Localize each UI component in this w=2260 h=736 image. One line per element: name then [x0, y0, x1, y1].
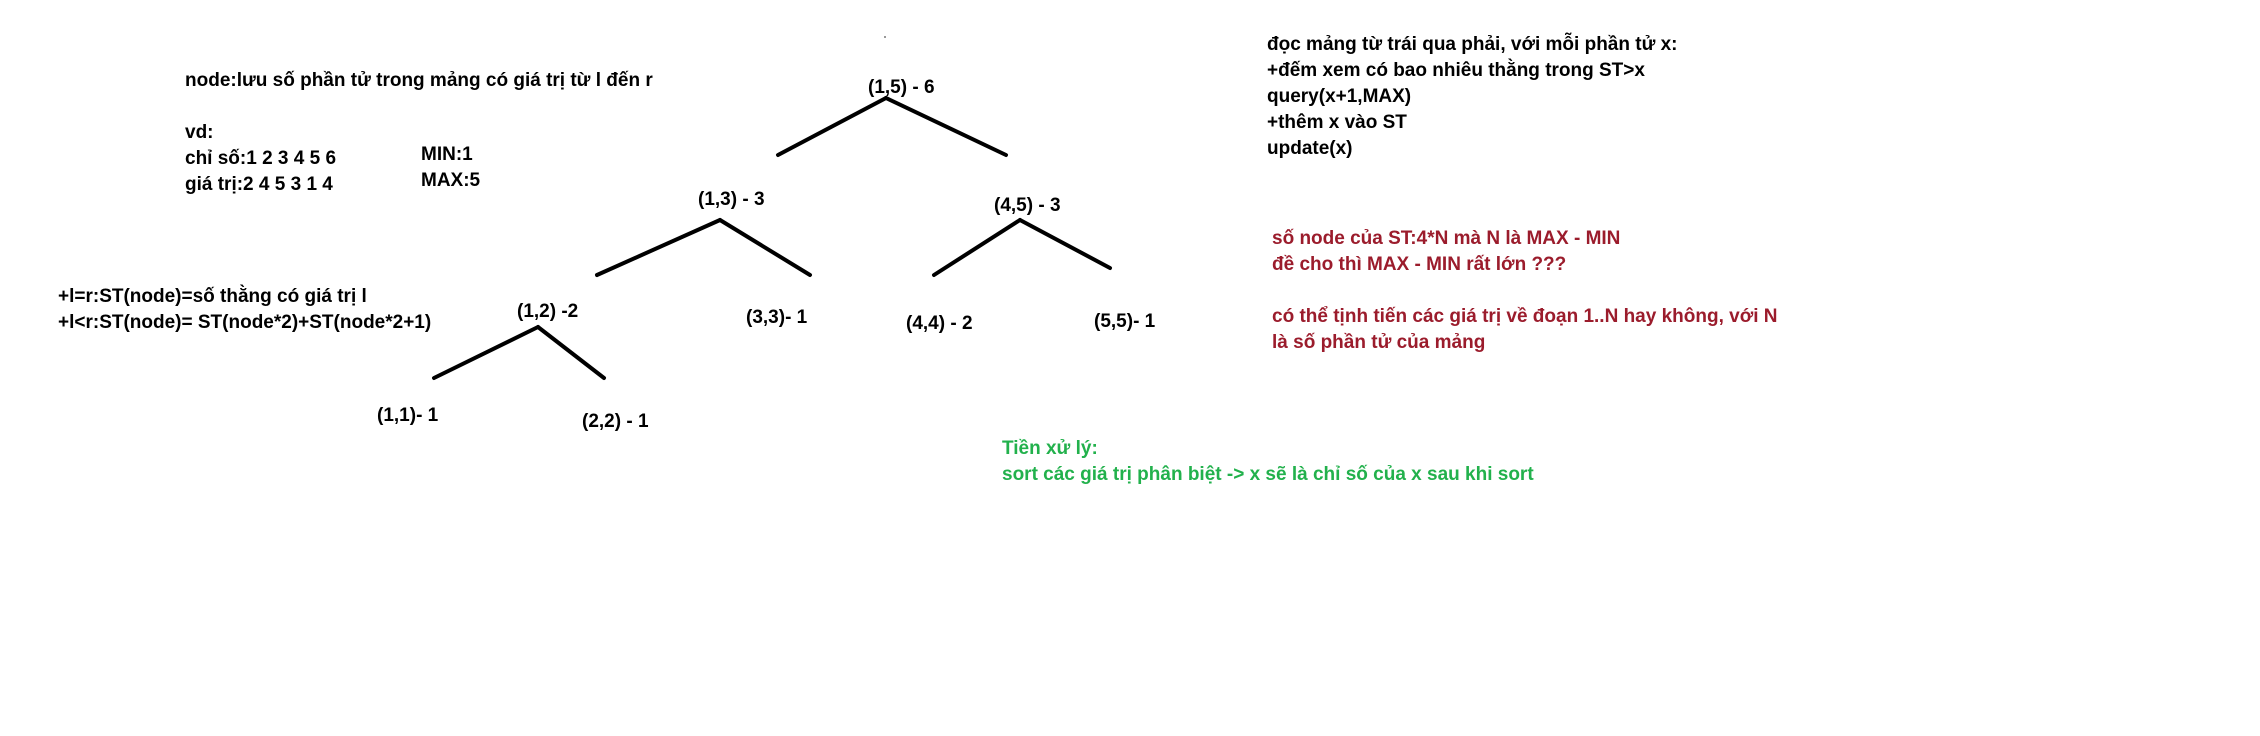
algorithm-count: +đếm xem có bao nhiêu thằng trong ST>x	[1267, 60, 1645, 81]
example-max: MAX:5	[421, 170, 481, 191]
rule-leaf: +l=r:ST(node)=số thằng có giá trị l	[58, 286, 367, 307]
edge-n13-right	[718, 218, 812, 277]
issue-line-3: có thể tịnh tiến các giá trị về đoạn 1..…	[1272, 306, 1778, 327]
tree-node-2-2: (2,2) - 1	[582, 411, 649, 432]
algorithm-insert: +thêm x vào ST	[1267, 112, 1407, 133]
rule-internal: +l<r:ST(node)= ST(node*2)+ST(node*2+1)	[58, 312, 432, 333]
example-indices: chỉ số:1 2 3 4 5 6	[185, 148, 337, 169]
edge-root-right	[884, 96, 1008, 157]
algorithm-intro: đọc mảng từ trái qua phải, với mỗi phần …	[1267, 34, 1678, 55]
tree-node-4-5: (4,5) - 3	[994, 195, 1061, 216]
edge-n13-left	[595, 218, 722, 277]
tree-node-3-3: (3,3)- 1	[746, 307, 808, 328]
tree-node-root: (1,5) - 6	[868, 77, 935, 98]
algorithm-query: query(x+1,MAX)	[1267, 86, 1412, 107]
algorithm-update: update(x)	[1267, 138, 1353, 159]
edge-root-left	[776, 96, 888, 157]
preprocessing-body: sort các giá trị phân biệt -> x sẽ là ch…	[1002, 464, 1534, 485]
preprocessing-title: Tiền xử lý:	[1002, 438, 1098, 459]
issue-line-2: đề cho thì MAX - MIN rất lớn ???	[1272, 254, 1567, 275]
tree-node-4-4: (4,4) - 2	[906, 313, 973, 334]
edge-n45-right	[1018, 218, 1112, 270]
issue-line-4: là số phần tử của mảng	[1272, 332, 1486, 353]
tree-node-1-3: (1,3) - 3	[698, 189, 765, 210]
tree-node-1-2: (1,2) -2	[517, 301, 579, 322]
edge-n45-left	[932, 218, 1022, 277]
example-label: vd:	[185, 122, 214, 143]
issue-line-1: số node của ST:4*N mà N là MAX - MIN	[1272, 228, 1621, 249]
tree-node-1-1: (1,1)- 1	[377, 405, 439, 426]
tree-node-5-5: (5,5)- 1	[1094, 311, 1156, 332]
example-min: MIN:1	[421, 144, 473, 165]
stray-dot	[884, 36, 886, 38]
definition-text: node:lưu số phần tử trong mảng có giá tr…	[185, 70, 653, 91]
example-values: giá trị:2 4 5 3 1 4	[185, 174, 333, 195]
edge-n12-left	[432, 325, 540, 380]
edge-n12-right	[536, 325, 606, 380]
